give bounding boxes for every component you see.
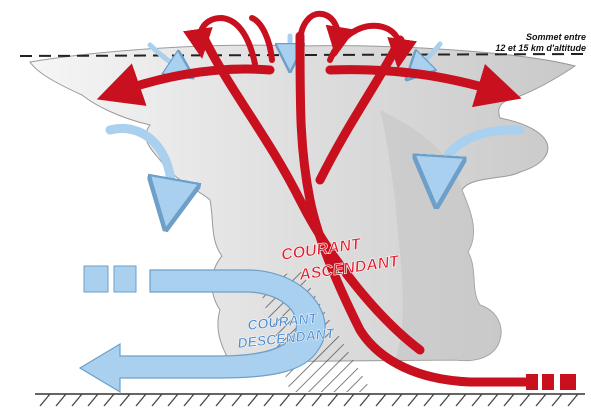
updraft-block-3 xyxy=(560,374,576,390)
ground-hatching xyxy=(40,394,578,406)
cloud-top-label-line1: Sommet entre xyxy=(526,32,586,42)
updraft-block-2 xyxy=(542,374,554,390)
cloud-top-label-line2: 12 et 15 km d'altitude xyxy=(495,43,586,53)
downdraft-block-2 xyxy=(114,266,136,292)
downdraft-block-1 xyxy=(84,266,108,292)
updraft-curl-center xyxy=(300,14,338,44)
updraft-block-1 xyxy=(526,374,538,390)
